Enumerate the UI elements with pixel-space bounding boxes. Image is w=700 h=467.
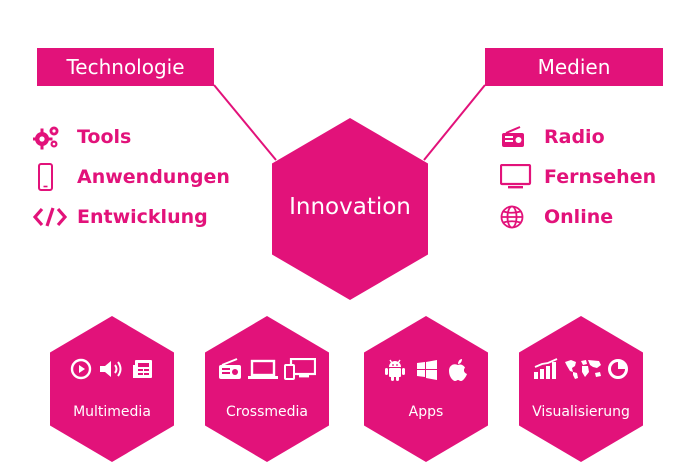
android-icon <box>385 359 405 381</box>
technologie-header: Technologie <box>37 48 214 86</box>
list-item-fernsehen: Fernsehen <box>500 157 656 197</box>
hexagon-visualisierung: Visualisierung <box>519 316 643 462</box>
pie-chart-icon <box>608 359 628 379</box>
list-item-label: Anwendungen <box>77 166 230 188</box>
right-connector <box>423 84 486 161</box>
hexagon-crossmedia: Crossmedia <box>205 316 329 462</box>
tv-icon <box>500 164 536 190</box>
hexagon-icons <box>205 358 329 380</box>
newspaper-icon <box>133 360 152 378</box>
apple-icon <box>449 359 467 381</box>
laptop-icon <box>248 359 278 379</box>
gears-icon <box>33 124 69 150</box>
globe-icon <box>500 204 536 230</box>
chart-icon <box>534 358 558 379</box>
code-icon <box>33 206 69 228</box>
speaker-icon <box>100 361 122 377</box>
list-item-label: Online <box>544 206 614 228</box>
list-item-anwendungen: Anwendungen <box>33 157 230 197</box>
list-item-label: Entwicklung <box>77 206 208 228</box>
hexagon-apps: Apps <box>364 316 488 462</box>
list-item-label: Radio <box>544 126 605 148</box>
play-icon <box>70 358 92 380</box>
list-item-tools: Tools <box>33 117 230 157</box>
hexagon-label: Visualisierung <box>532 404 630 420</box>
radio-icon <box>219 358 241 379</box>
hexagon-label: Apps <box>408 404 444 420</box>
windows-icon <box>417 360 437 380</box>
devices-icon <box>284 358 316 380</box>
hexagon-icons <box>519 358 643 380</box>
hexagon-multimedia: Multimedia <box>50 316 174 462</box>
list-item-radio: Radio <box>500 117 656 157</box>
left-connector <box>213 84 277 161</box>
radio-icon <box>500 125 536 149</box>
list-item-entwicklung: Entwicklung <box>33 197 230 237</box>
list-item-online: Online <box>500 197 656 237</box>
hexagon-icons <box>50 358 174 380</box>
medien-list: Radio Fernsehen Online <box>500 117 656 237</box>
world-map-icon <box>565 360 601 379</box>
smartphone-icon <box>33 163 69 191</box>
innovation-label: Innovation <box>289 194 411 220</box>
technologie-list: Tools Anwendungen Entwicklung <box>33 117 230 237</box>
hexagon-icons <box>364 358 488 382</box>
list-item-label: Fernsehen <box>544 166 657 188</box>
list-item-label: Tools <box>77 126 132 148</box>
medien-header: Medien <box>485 48 663 86</box>
hexagon-label: Crossmedia <box>226 404 308 420</box>
hexagon-label: Multimedia <box>73 404 151 420</box>
